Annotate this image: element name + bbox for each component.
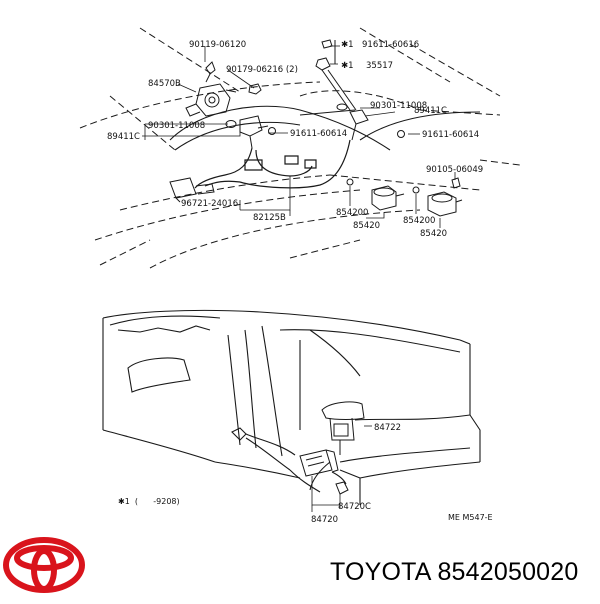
washer-motor-85420-b [412, 177, 463, 217]
clip-35517-shape [315, 57, 331, 71]
leader-lines-upper [142, 45, 456, 228]
washer-motor-85420-a [346, 178, 405, 211]
brand-name: TOYOTA [330, 558, 431, 586]
label-89411c-left: 89411C [107, 132, 140, 142]
label-854200-b: 854200 [403, 216, 435, 226]
part-number: 8542050020 [437, 558, 579, 586]
part-84570b-shape [185, 83, 237, 117]
toyota-logo [3, 537, 85, 593]
label-91611-right: 91611-60614 [422, 130, 479, 140]
body-outline-dashed [79, 27, 521, 269]
label-90301-left: 90301-11008 [148, 121, 205, 131]
label-84570b: 84570B [148, 79, 181, 89]
label-85420-b: 85420 [420, 229, 447, 239]
hose-joint-right [336, 103, 405, 141]
leader-lines-lower [311, 425, 372, 512]
switch-84720-shape [299, 449, 339, 477]
clip-91611-top-shape [321, 39, 333, 49]
center-console-outline [309, 414, 481, 505]
part-labels: 90119-06120 ✱1 91611-60616 ✱1 35517 9017… [107, 40, 493, 525]
label-90105: 90105-06049 [426, 165, 483, 175]
label-96721: 96721-24016 [181, 199, 238, 209]
label-35517: 35517 [366, 61, 393, 71]
label-85420-a: 85420 [353, 221, 380, 231]
nut-90179-shape [248, 83, 262, 95]
label-84720: 84720 [311, 515, 338, 525]
switch-84722-shape [321, 401, 365, 455]
label-84720c: 84720C [338, 502, 371, 512]
label-90301-right: 90301-11008 [370, 101, 427, 111]
label-89411c-right: 89411C [414, 106, 447, 116]
label-82125b: 82125B [253, 213, 286, 223]
hose-joint-left [225, 115, 276, 149]
hood-outline [169, 105, 481, 151]
connector-96721-shape [169, 177, 215, 203]
bolt-90119-shape [205, 61, 216, 83]
footer-caption: TOYOTA 8542050020 [330, 558, 579, 587]
label-84722: 84722 [374, 423, 401, 433]
label-note-range: ✱1 ( -9208) [118, 497, 180, 506]
label-91611-mid: 91611-60614 [290, 129, 347, 139]
label-90179: 90179-06216 (2) [226, 65, 298, 75]
label-854200-a: 854200 [336, 208, 368, 218]
label-91611-60616: 91611-60616 [362, 40, 419, 50]
part-84720c-shape [335, 481, 349, 495]
label-mark1-second: ✱1 [341, 61, 354, 71]
label-90119: 90119-06120 [189, 40, 246, 50]
support-rod [321, 40, 357, 111]
wire-harness-lower [231, 427, 347, 493]
label-diagram-code: ME M547-E [448, 513, 493, 522]
label-mark1-top: ✱1 [341, 40, 354, 50]
dashboard-outline [102, 309, 471, 479]
